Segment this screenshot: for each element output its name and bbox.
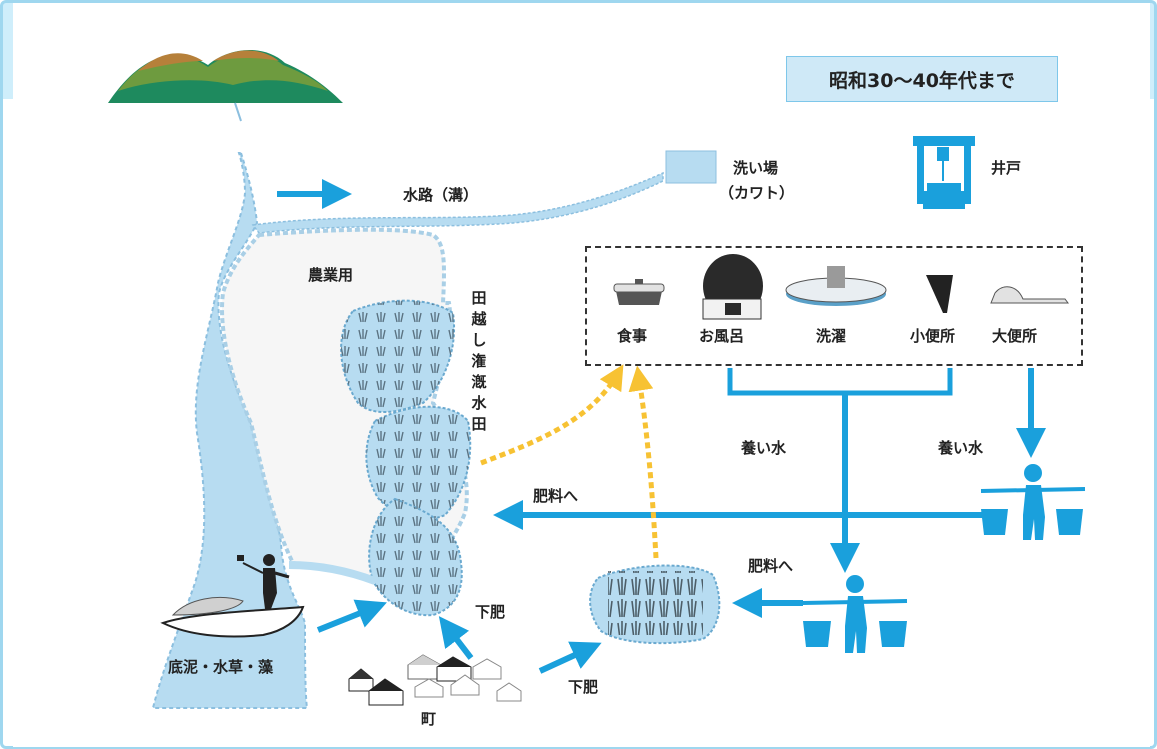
town-label: 町 (421, 710, 437, 728)
fisherman-icon (237, 554, 290, 609)
facility-meal-label: 食事 (617, 327, 648, 345)
town-houses-icon (348, 654, 522, 706)
well-label: 井戸 (991, 159, 1022, 177)
boat-icon (160, 554, 305, 638)
household-facilities-box (585, 246, 1083, 366)
nightsoil-label-2: 下肥 (568, 678, 599, 696)
laundry-icon (785, 266, 887, 306)
farmland-label: 農業用 (308, 266, 354, 284)
food-arrows (480, 364, 659, 559)
nightsoil-arrow-1 (438, 616, 474, 660)
nightsoil-label-1: 下肥 (475, 603, 506, 621)
washplace-icon (665, 150, 717, 184)
meal-icon (613, 279, 665, 305)
facility-laundry-label: 洗濯 (816, 327, 847, 345)
diagram-canvas: 昭和30〜40年代まで 水路（溝） 洗い場 （カワト） 井戸 農業用 田越し潅漑… (13, 3, 1150, 747)
drain-line (727, 368, 953, 396)
paddy-label: 田越し潅漑水田 (471, 289, 487, 433)
mountain-icon (108, 50, 343, 122)
fertilizer-label-2: 肥料へ (748, 557, 794, 575)
sediment-arrow (316, 599, 387, 633)
canal (251, 171, 664, 234)
facility-toilet-label: 大便所 (992, 327, 1038, 345)
paddy-terraces (288, 299, 472, 617)
yashinaimizu-label-2: 養い水 (938, 439, 984, 457)
facility-bath-label: お風呂 (699, 327, 745, 345)
washplace-label-1: 洗い場 (733, 159, 779, 177)
sediment-label: 底泥・水草・藻 (168, 658, 274, 676)
flow-arrows (277, 179, 1046, 674)
canal-label: 水路（溝） (403, 186, 479, 204)
water-cycle-diagram (108, 50, 1086, 709)
nightsoil-arrow-2 (538, 641, 602, 674)
carrier-icon (802, 575, 908, 653)
town-paddy (589, 564, 721, 645)
toilet-icon (990, 286, 1069, 304)
carrier-icon (980, 464, 1086, 540)
well-icon (913, 136, 975, 209)
bath-icon (702, 254, 763, 320)
urinal-icon (926, 275, 953, 313)
yashinaimizu-label-1: 養い水 (741, 439, 787, 457)
fertilizer-label-1: 肥料へ (533, 487, 579, 505)
washplace-label-2: （カワト） (719, 184, 795, 202)
era-label: 昭和30〜40年代まで (786, 56, 1058, 102)
facility-urinal-label: 小便所 (910, 327, 956, 345)
